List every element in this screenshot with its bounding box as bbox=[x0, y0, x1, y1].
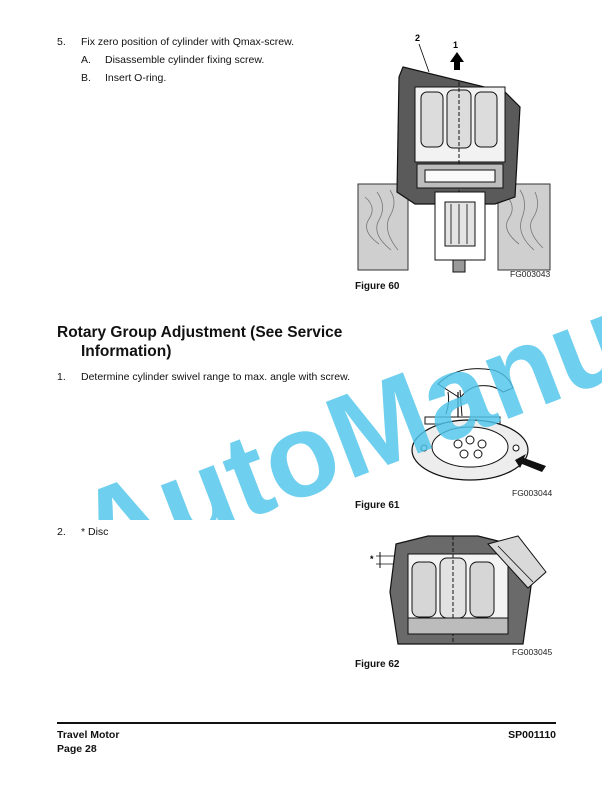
substep-letter: A. bbox=[81, 54, 91, 66]
step-number: 5. bbox=[57, 36, 66, 48]
step-text: Determine cylinder swivel range to max. … bbox=[81, 371, 351, 383]
step-text: Fix zero position of cylinder with Qmax-… bbox=[81, 36, 294, 48]
section-heading-line1: Rotary Group Adjustment (See Service bbox=[57, 324, 343, 341]
callout-1: 1 bbox=[453, 40, 458, 50]
figure-code: FG003044 bbox=[512, 488, 553, 498]
step-number: 2. bbox=[57, 526, 66, 538]
figure-caption: Figure 61 bbox=[355, 500, 400, 511]
footer-page-number: Page 28 bbox=[57, 743, 97, 755]
figure-code: FG003045 bbox=[512, 647, 553, 657]
substep-letter: B. bbox=[81, 72, 91, 84]
figure-61-image bbox=[400, 362, 550, 484]
step-number: 1. bbox=[57, 371, 66, 383]
substep-text: Disassemble cylinder fixing screw. bbox=[105, 54, 265, 66]
step-text: * Disc bbox=[81, 526, 109, 538]
substep-text: Insert O-ring. bbox=[105, 72, 167, 84]
callout-2: 2 bbox=[415, 33, 420, 43]
figure-62-image: * bbox=[368, 532, 553, 647]
footer-section-title: Travel Motor bbox=[57, 729, 120, 741]
figure-caption: Figure 60 bbox=[355, 281, 400, 292]
footer-doc-code: SP001110 bbox=[508, 729, 556, 741]
section-heading-line2: Information) bbox=[81, 343, 172, 360]
footer-rule bbox=[57, 722, 556, 724]
figure-caption: Figure 62 bbox=[355, 659, 400, 670]
figure-code: FG003043 bbox=[510, 269, 551, 279]
callout-asterisk: * bbox=[370, 554, 374, 564]
figure-60-image: 2 1 bbox=[355, 32, 555, 277]
